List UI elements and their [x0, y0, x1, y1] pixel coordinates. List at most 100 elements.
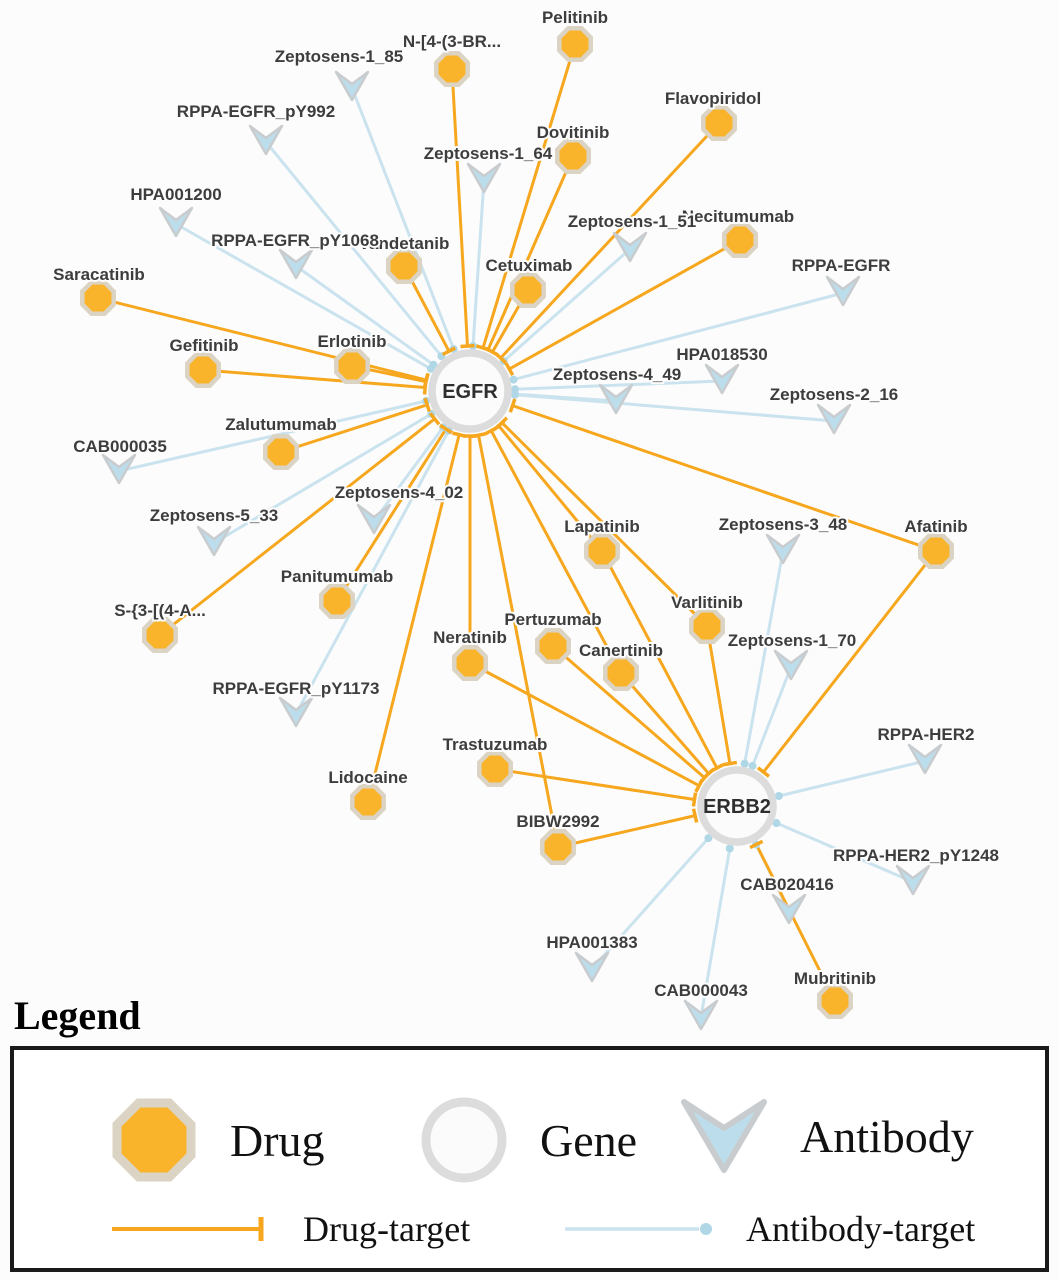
drug-target-tee-marker: [508, 398, 517, 413]
node-label: Mubritinib: [794, 969, 876, 988]
antibody-node-cab020416[interactable]: [771, 893, 807, 925]
drug-node-vandetanib[interactable]: [386, 248, 422, 284]
drug-node-canertinib[interactable]: [603, 655, 639, 691]
antibody-target-edge: [514, 379, 723, 391]
drug-node-erlotinib[interactable]: [334, 348, 370, 384]
antibody-node-rppa_egfr[interactable]: [825, 275, 861, 307]
drug-target-edge: [97, 296, 427, 382]
antibody-target-edge: [295, 264, 435, 366]
drug-target-tee-marker: [698, 771, 711, 785]
antibody-node-z1_51[interactable]: [612, 231, 648, 263]
drug-target-edge: [335, 428, 448, 602]
drug-node-panitumumab[interactable]: [319, 583, 355, 619]
antibody-target-edge: [471, 179, 486, 347]
antibody-node-rppa_her2[interactable]: [907, 743, 943, 775]
drug-node-trastuzumab[interactable]: [477, 751, 513, 787]
node-label: Lapatinib: [564, 517, 640, 536]
drug-target-tee-marker: [722, 760, 738, 767]
antibody-node-cab000043[interactable]: [683, 999, 719, 1031]
drug-node-lidocaine[interactable]: [350, 784, 386, 820]
node-label: Zeptosens-5_33: [150, 506, 279, 525]
antibody-target-edge: [743, 550, 785, 764]
node-label: S-{3-[(4-A...: [114, 601, 206, 620]
drug-target-tee-marker: [485, 346, 500, 357]
drug-target-edge: [469, 661, 700, 788]
node-label: CAB000035: [73, 437, 167, 456]
antibody-node-z4_02[interactable]: [356, 503, 392, 535]
legend-drug-target-label: Drug-target: [303, 1209, 471, 1249]
drug-node-necitumumab[interactable]: [722, 222, 758, 258]
drug-icon: [112, 1098, 196, 1182]
node-label: Saracatinib: [53, 265, 145, 284]
drug-node-pelitinib[interactable]: [557, 26, 593, 62]
antibody-node-z4_49[interactable]: [598, 383, 634, 415]
drug-target-edge: [619, 672, 710, 775]
antibody-node-rppa_egfr_py1173[interactable]: [278, 696, 314, 728]
node-label: Zalutumumab: [225, 415, 336, 434]
antibody-node-hpa001200[interactable]: [158, 206, 194, 238]
drug-node-gefitinib[interactable]: [185, 352, 221, 388]
antibody-node-rppa_egfr_py1068[interactable]: [278, 248, 314, 280]
gene-node-egfr[interactable]: [428, 349, 512, 433]
edge-layer: [97, 43, 938, 1018]
node-label: Lidocaine: [328, 768, 407, 787]
drug-target-edge: [557, 814, 696, 849]
antibody-target-edge: [264, 141, 443, 358]
node-label: Zeptosens-2_16: [770, 385, 899, 404]
drug-node-pertuzumab[interactable]: [535, 628, 571, 664]
drug-target-tee-marker: [495, 416, 509, 429]
antibody-node-rppa_egfr_py992[interactable]: [248, 124, 284, 156]
drug-target-edge: [499, 121, 721, 360]
antibody-target-edge: [514, 393, 835, 423]
drug-target-edge: [486, 155, 575, 351]
antibody-node-z1_64[interactable]: [466, 162, 502, 194]
antibody-target-dot-marker: [510, 390, 519, 399]
antibody-target-dot-marker: [725, 844, 734, 853]
gene-label: ERBB2: [703, 796, 771, 818]
node-label: Canertinib: [579, 641, 663, 660]
node-label: Flavopiridol: [665, 89, 761, 108]
drug-target-edge: [512, 404, 937, 553]
antibody-node-z1_70[interactable]: [773, 649, 809, 681]
legend-drug-label: Drug: [230, 1114, 325, 1166]
antibody-node-z5_33[interactable]: [196, 525, 232, 557]
node-label: BIBW2992: [516, 812, 599, 831]
drug-node-afatinib[interactable]: [918, 533, 954, 569]
node-label: Zeptosens-3_48: [719, 515, 848, 534]
drug-node-bibw2992[interactable]: [540, 829, 576, 865]
antibody-target-edge: [372, 426, 445, 522]
antibody-node-hpa018530[interactable]: [704, 363, 740, 395]
antibody-node-z1_85[interactable]: [334, 70, 370, 102]
drug-target-edge: [705, 625, 732, 764]
node-label: Neratinib: [433, 628, 507, 647]
drug-node-flavopiridol[interactable]: [701, 105, 737, 141]
drug-node-dovitinib[interactable]: [555, 138, 591, 174]
edge-marker-layer: [422, 342, 783, 853]
drug-node-cetuximab[interactable]: [510, 272, 546, 308]
drug-target-edge: [481, 43, 577, 349]
node-label: HPA001200: [130, 185, 221, 204]
antibody-target-edge: [513, 291, 844, 382]
antibody-target-dot-marker: [748, 761, 757, 770]
drug-node-neratinib[interactable]: [452, 645, 488, 681]
gene-icon: [421, 1097, 507, 1183]
antibody-node-z3_48[interactable]: [765, 533, 801, 565]
drug-node-lapatinib[interactable]: [584, 533, 620, 569]
antibody-target-edge: [751, 666, 793, 767]
antibody-node-rppa_her2_py1248[interactable]: [895, 864, 931, 896]
drug-node-varlitinib[interactable]: [689, 608, 725, 644]
antibody-node-hpa001383[interactable]: [574, 951, 610, 983]
drug-node-saracatinib[interactable]: [80, 280, 116, 316]
node-label: RPPA-HER2_pY1248: [833, 846, 999, 865]
drug-node-n4_3br[interactable]: [434, 51, 470, 87]
drug-target-edge: [500, 421, 709, 628]
gene-node-erbb2[interactable]: [697, 766, 777, 846]
antibody-node-cab000035[interactable]: [101, 453, 137, 485]
drug-node-s3_4a[interactable]: [142, 617, 178, 653]
node-label: RPPA-EGFR: [792, 256, 891, 275]
drug-node-mubritinib[interactable]: [817, 983, 853, 1019]
drug-node-zalutumumab[interactable]: [263, 434, 299, 470]
antibody-node-z2_16[interactable]: [816, 403, 852, 435]
drug-target-tee-marker: [451, 431, 467, 439]
node-label: RPPA-EGFR_pY992: [177, 102, 335, 121]
